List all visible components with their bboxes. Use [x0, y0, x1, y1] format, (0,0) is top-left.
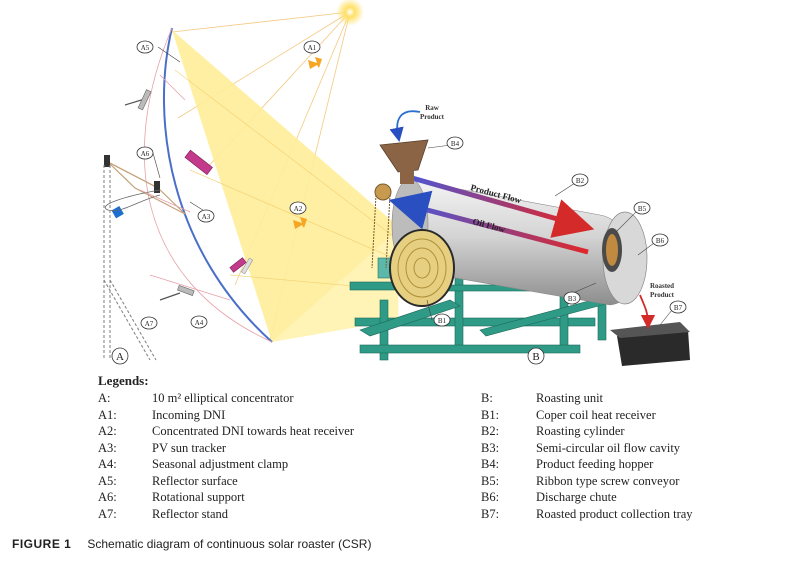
svg-text:B2: B2 — [576, 177, 585, 185]
svg-text:Product: Product — [420, 113, 445, 121]
legend-right-column: B:Roasting unit B1:Coper coil heat recei… — [481, 390, 693, 522]
copper-coil-heat-receiver — [389, 229, 455, 307]
label-b: B — [527, 347, 545, 365]
product-feeding-hopper — [379, 139, 429, 173]
legend-item: A5:Reflector surface — [98, 473, 238, 488]
label-b5: B5 — [633, 201, 651, 215]
svg-text:B1: B1 — [438, 317, 447, 325]
concentrated-light-cone — [172, 30, 400, 342]
reflector-stand — [103, 165, 157, 361]
motor-icon — [111, 206, 124, 219]
svg-text:A7: A7 — [145, 320, 154, 328]
label-a4: A4 — [190, 315, 208, 329]
label-b2: B2 — [571, 173, 589, 187]
label-a5: A5 — [136, 40, 154, 54]
label-b1: B1 — [433, 313, 451, 327]
label-b3: B3 — [563, 291, 581, 305]
svg-text:B7: B7 — [674, 304, 683, 312]
label-a: A — [111, 347, 129, 365]
svg-text:A6: A6 — [141, 150, 150, 158]
legend-item: B5:Ribbon type screw conveyor — [481, 473, 680, 488]
legend-item: B7:Roasted product collection tray — [481, 506, 693, 521]
label-b7: B7 — [669, 300, 687, 314]
svg-text:A3: A3 — [202, 213, 211, 221]
roasted-product-collection-tray — [610, 322, 690, 366]
legend-item: A:10 m² elliptical concentrator — [98, 391, 294, 405]
legend-item: B6:Discharge chute — [481, 490, 617, 504]
svg-text:B4: B4 — [451, 140, 460, 148]
legend-left-column: A:10 m² elliptical concentrator A1:Incom… — [98, 390, 354, 522]
legend-item: A4:Seasonal adjustment clamp — [98, 457, 289, 471]
raw-product-arrow — [389, 110, 421, 143]
figure-caption-text: Schematic diagram of continuous solar ro… — [87, 537, 372, 551]
svg-text:B: B — [532, 351, 539, 363]
label-a2: A2 — [289, 201, 307, 215]
svg-text:A: A — [116, 351, 124, 363]
pv-sun-tracker — [184, 149, 213, 175]
label-a6: A6 — [136, 146, 154, 160]
svg-text:A5: A5 — [141, 44, 150, 52]
legend-item: B1:Coper coil heat receiver — [481, 407, 656, 422]
legend-item: A1:Incoming DNI — [98, 407, 226, 422]
legend-item: A7:Reflector stand — [98, 506, 229, 521]
solar-roaster-diagram: Product Flow Oil Flow A1 A2 — [103, 0, 690, 366]
rotational-support — [107, 161, 186, 215]
chain-drive — [371, 183, 392, 269]
svg-text:A1: A1 — [308, 44, 317, 52]
legend-item: B2:Roasting cylinder — [481, 424, 625, 438]
label-a3: A3 — [197, 209, 215, 223]
label-a1: A1 — [303, 40, 321, 54]
legend-title: Legends: — [98, 373, 149, 388]
concentrated-dni-arrow-icon — [293, 217, 307, 229]
figure-caption: FIGURE 1 Schematic diagram of continuous … — [12, 537, 371, 551]
product-flow-arrow — [404, 173, 595, 238]
label-b6: B6 — [651, 233, 669, 247]
roasted-product-label: Roasted — [650, 282, 674, 290]
legend-item: B3:Semi-circular oil flow cavity — [481, 440, 681, 455]
seasonal-adjustment-clamp — [124, 89, 195, 301]
label-b4: B4 — [446, 136, 464, 150]
legend-item: A3:PV sun tracker — [98, 440, 227, 455]
roasted-product-arrow — [639, 294, 656, 330]
svg-text:A2: A2 — [294, 205, 303, 213]
svg-text:Product: Product — [650, 291, 675, 299]
figure-number: FIGURE 1 — [12, 537, 72, 551]
oil-flow-arrow — [388, 190, 589, 255]
svg-text:B6: B6 — [656, 237, 665, 245]
label-a7: A7 — [140, 316, 158, 330]
legend-item: B4:Product feeding hopper — [481, 457, 654, 471]
reflector-surface — [163, 27, 273, 343]
incoming-dni-arrow-icon — [308, 57, 322, 69]
legend-item: A2:Concentrated DNI towards heat receive… — [98, 424, 354, 438]
support-bracket-icon — [104, 155, 110, 167]
svg-text:B3: B3 — [568, 295, 577, 303]
legend-item: A6:Rotational support — [98, 490, 245, 504]
svg-text:A4: A4 — [195, 319, 204, 327]
legend-item: B:Roasting unit — [481, 391, 604, 405]
svg-text:B5: B5 — [638, 205, 647, 213]
raw-product-label: Raw — [425, 104, 440, 112]
sun-icon — [336, 0, 364, 26]
